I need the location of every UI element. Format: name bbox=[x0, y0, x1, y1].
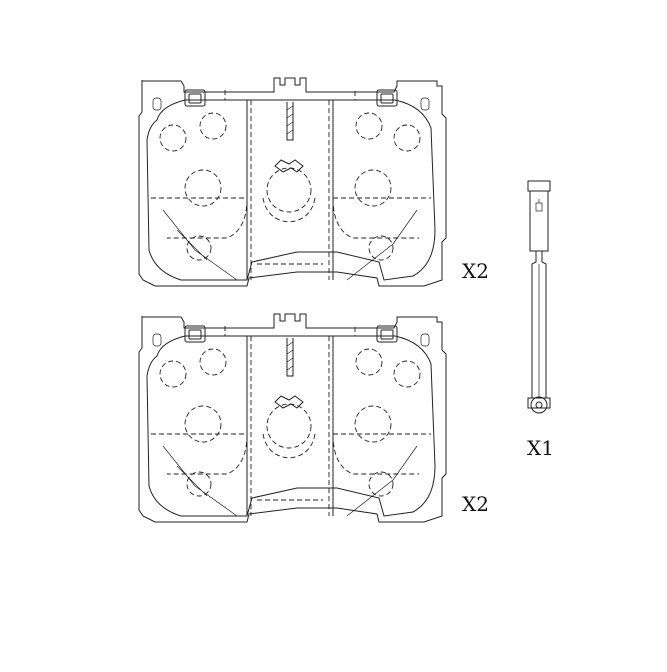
quantity-label-bottom-pads: X2 bbox=[462, 492, 489, 516]
quantity-label-wear-sensor: X1 bbox=[527, 436, 554, 460]
wear-sensor-drawing bbox=[527, 180, 551, 414]
brake-pad-drawing-top bbox=[138, 77, 447, 287]
quantity-label-top-pads: X2 bbox=[462, 259, 489, 283]
brake-pad-drawing-bottom bbox=[138, 313, 447, 523]
